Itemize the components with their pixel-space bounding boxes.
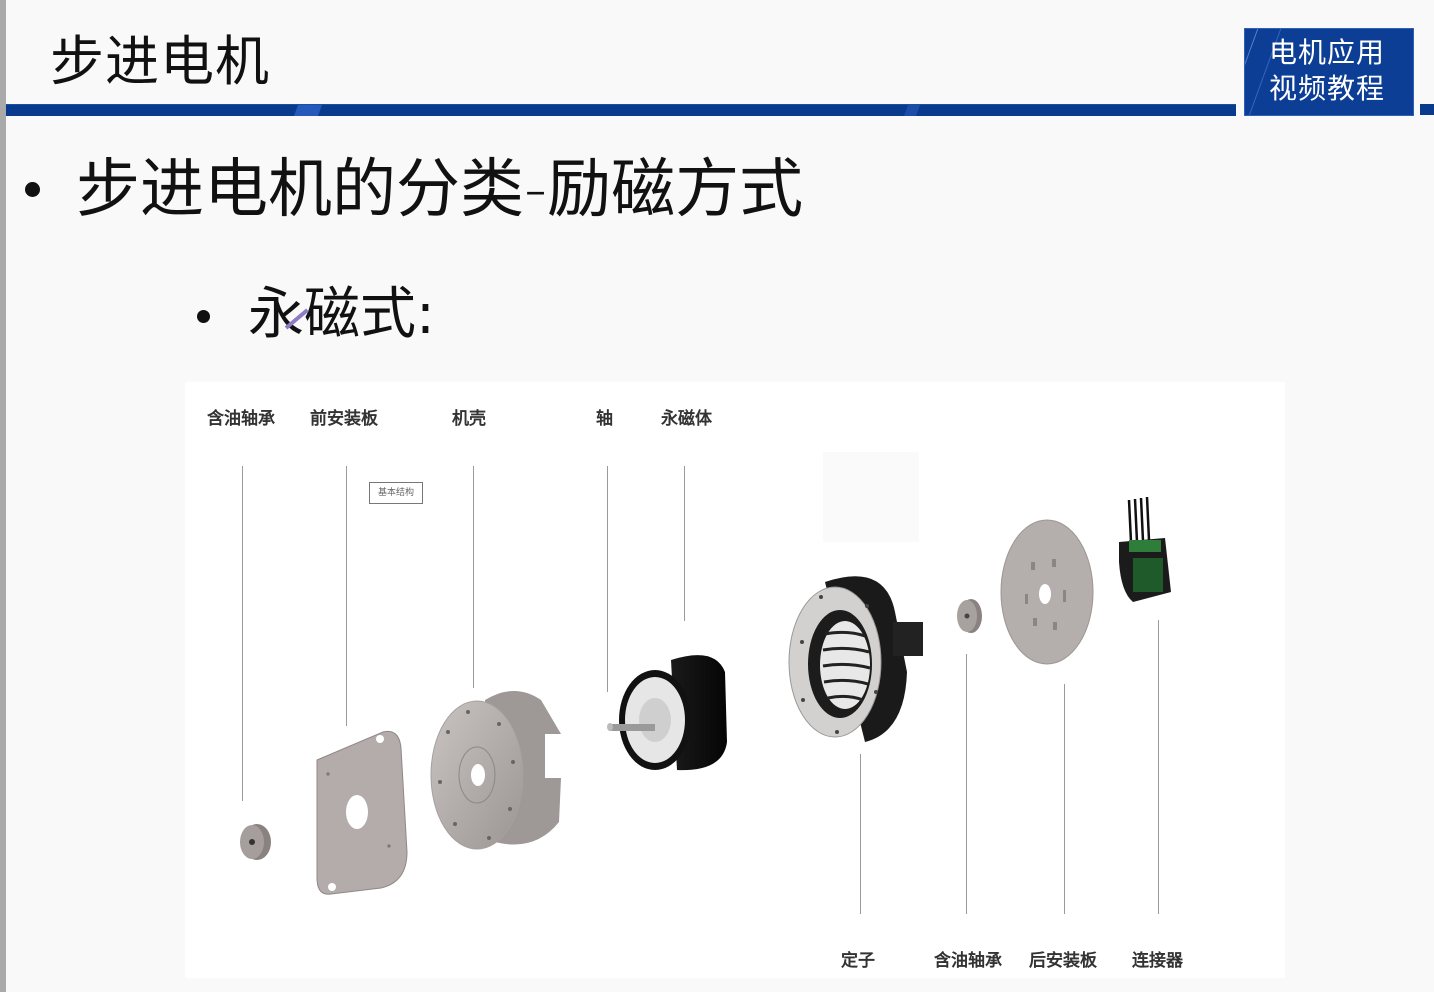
label-rear-bearing: 含油轴承	[934, 951, 1002, 971]
rear-plate-icon	[1000, 519, 1094, 665]
structure-tag: 基本结构	[369, 482, 423, 504]
label-permanent-magnet: 永磁体	[661, 409, 712, 429]
label-housing: 机壳	[452, 409, 486, 429]
stator-icon	[788, 576, 923, 742]
label-front-bearing: 含油轴承	[207, 409, 275, 429]
leader-line	[1158, 620, 1159, 914]
rear-bearing-icon	[957, 599, 982, 633]
bullet-dot	[25, 182, 40, 197]
label-front-plate: 前安装板	[310, 409, 378, 429]
course-badge: 电机应用 视频教程	[1244, 28, 1414, 116]
front-bearing-icon	[240, 824, 271, 860]
ghost-panel	[823, 452, 919, 542]
leader-line	[607, 466, 608, 692]
rule-highlight	[903, 105, 921, 116]
motor-parts-illustration	[240, 452, 1171, 895]
label-shaft: 轴	[596, 409, 613, 429]
label-stator: 定子	[841, 951, 875, 971]
rotor-magnet-icon	[607, 655, 727, 771]
front-plate-icon	[316, 730, 408, 895]
leader-line	[1064, 684, 1065, 914]
leader-line	[346, 466, 347, 726]
leader-line	[966, 654, 967, 914]
title-rule	[6, 104, 1236, 116]
label-connector: 连接器	[1132, 951, 1183, 971]
rule-highlight	[293, 105, 323, 116]
window-left-edge	[0, 0, 6, 992]
bullet-level-1: 步进电机的分类-励磁方式	[76, 153, 804, 227]
slide-title: 步进电机	[50, 30, 270, 93]
label-rear-plate: 后安装板	[1029, 951, 1097, 971]
connector-icon	[1119, 496, 1171, 602]
leader-line	[473, 466, 474, 688]
leader-line	[860, 754, 861, 914]
bullet-level-2: 永磁式:	[248, 282, 435, 347]
leader-line	[242, 466, 243, 801]
title-rule-end	[1420, 104, 1434, 115]
exploded-view-diagram: 含油轴承 前安装板 机壳 轴 永磁体 基本结构 定子 含油轴承 后安装板 连接器	[185, 382, 1285, 978]
bullet-dot	[197, 310, 210, 323]
badge-line-2: 视频教程	[1269, 72, 1386, 105]
housing-icon	[430, 691, 561, 850]
badge-line-1: 电机应用	[1269, 36, 1386, 69]
leader-line	[684, 466, 685, 621]
